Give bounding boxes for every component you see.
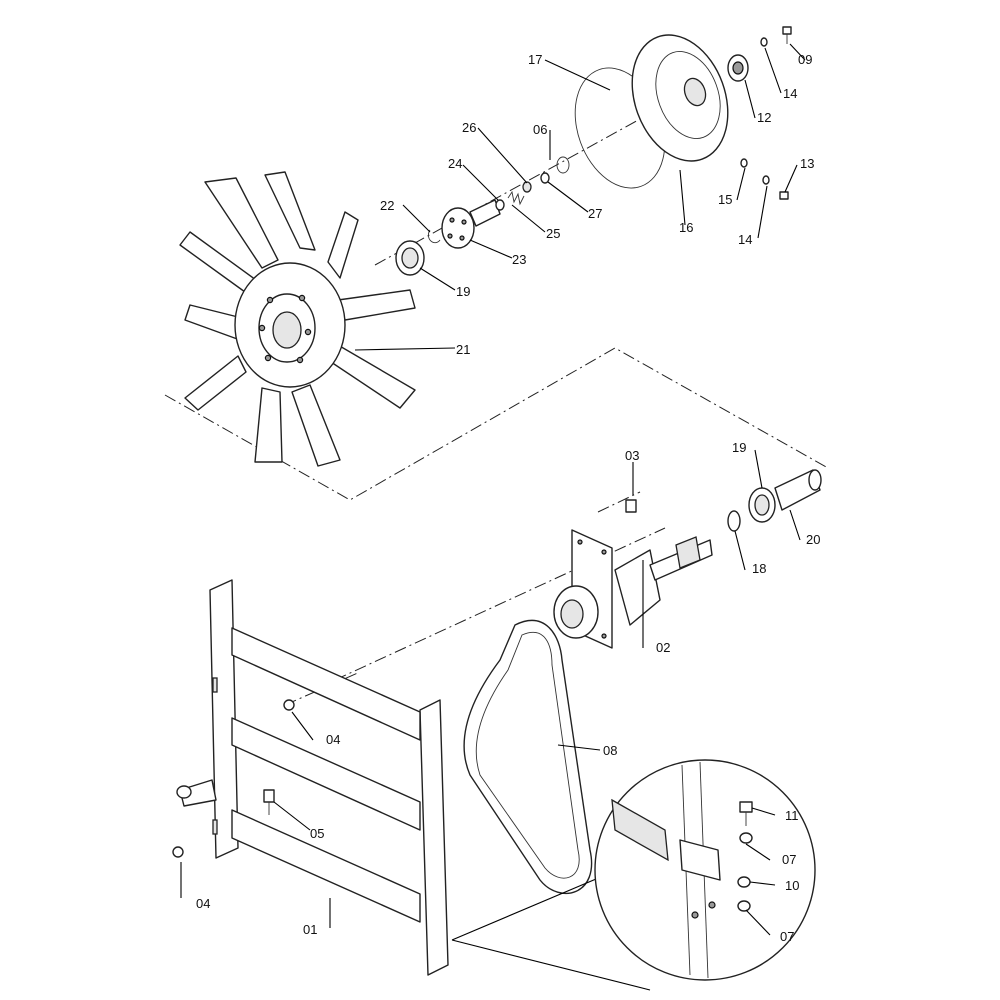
sleeve-20[interactable] <box>774 469 822 511</box>
callout-21: 21 <box>456 342 470 357</box>
nut-04-upper[interactable] <box>283 699 295 711</box>
callout-04-upper: 04 <box>326 732 340 747</box>
callout-14-top: 14 <box>783 86 797 101</box>
callout-07-upper: 07 <box>782 852 796 867</box>
callout-03: 03 <box>625 448 639 463</box>
washer-14-top[interactable] <box>760 37 768 47</box>
hub-flange-23[interactable] <box>441 199 501 249</box>
callout-11: 11 <box>785 808 799 823</box>
nut-26[interactable] <box>522 181 532 193</box>
callout-23: 23 <box>512 252 526 267</box>
screw-13[interactable] <box>779 191 789 200</box>
washer-24[interactable] <box>495 199 505 211</box>
fan-blades <box>179 171 416 467</box>
washer-15[interactable] <box>740 158 748 168</box>
callout-17: 17 <box>528 52 542 67</box>
fan-assembly[interactable] <box>179 171 416 467</box>
callout-labels: 01 02 03 04 04 05 06 07 07 08 09 10 11 1… <box>196 52 820 944</box>
callout-26: 26 <box>462 120 476 135</box>
callout-05: 05 <box>310 826 324 841</box>
washer-14-lower[interactable] <box>762 175 770 185</box>
frame-01[interactable] <box>176 579 449 976</box>
fan-hub-bolts <box>258 294 312 364</box>
callout-02: 02 <box>656 640 670 655</box>
drive-belt-08[interactable] <box>463 619 593 895</box>
cap-12[interactable] <box>727 54 749 82</box>
bearing-19-lower[interactable] <box>748 487 776 523</box>
callout-25: 25 <box>546 226 560 241</box>
callout-01: 01 <box>303 922 317 937</box>
callout-15: 15 <box>718 192 732 207</box>
callout-08: 08 <box>603 743 617 758</box>
callout-14-bottom: 14 <box>738 232 752 247</box>
washer-18[interactable] <box>727 510 741 532</box>
callout-16: 16 <box>679 220 693 235</box>
o-ring-06[interactable] <box>556 156 570 174</box>
screw-09[interactable] <box>782 26 792 44</box>
callout-18: 18 <box>752 561 766 576</box>
callout-04-lower: 04 <box>196 896 210 911</box>
leader-lines <box>180 43 806 936</box>
bolt-05[interactable] <box>263 789 275 815</box>
callout-20: 20 <box>806 532 820 547</box>
pulley-02[interactable] <box>553 585 599 639</box>
callout-06: 06 <box>533 122 547 137</box>
callout-19-upper: 19 <box>456 284 470 299</box>
fan-hub-bore <box>272 311 302 349</box>
callout-19-lower: 19 <box>732 440 746 455</box>
callout-27: 27 <box>588 206 602 221</box>
callout-13: 13 <box>800 156 814 171</box>
circlip-22[interactable] <box>428 229 441 244</box>
spring-25[interactable] <box>507 190 525 206</box>
shaft-housing-02[interactable] <box>571 529 713 649</box>
nut-04-lower[interactable] <box>172 846 184 858</box>
callout-24: 24 <box>448 156 462 171</box>
bolt-03[interactable] <box>625 499 637 513</box>
cover-16[interactable] <box>615 22 744 175</box>
bearing-19-upper[interactable] <box>395 240 425 276</box>
callout-07-lower: 07 <box>780 929 794 944</box>
callout-09: 09 <box>798 52 812 67</box>
callout-22: 22 <box>380 198 394 213</box>
callout-10: 10 <box>785 878 799 893</box>
nut-27[interactable] <box>540 172 550 184</box>
callout-12: 12 <box>757 110 771 125</box>
